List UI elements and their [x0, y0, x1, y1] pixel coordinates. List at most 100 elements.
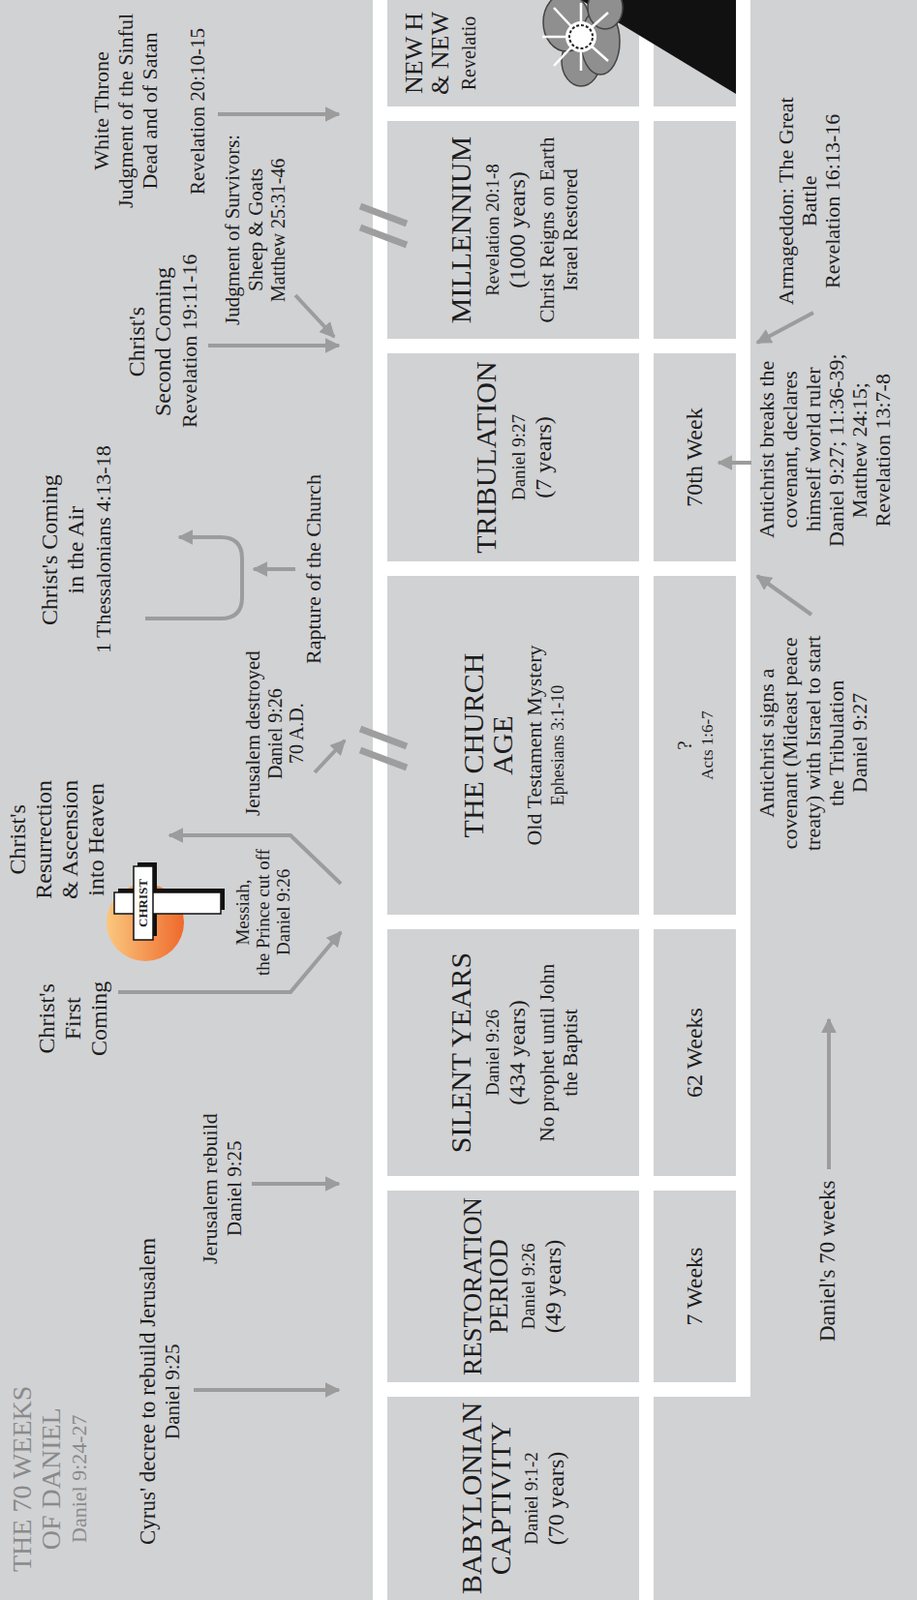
annotation-label: Christ's First Coming: [33, 981, 113, 1057]
text-line: THE CHURCH: [458, 581, 489, 910]
text-line: Battle: [797, 96, 822, 306]
text-line: Daniel 9:25: [161, 1344, 185, 1440]
text-line: Cyrus' decree to rebuild Jerusalem: [135, 1238, 161, 1546]
text-line: AGE: [488, 581, 518, 910]
text-line: in the Air: [62, 474, 90, 626]
text-line: Second Coming: [150, 267, 177, 417]
annotation-label: CHRIST: [136, 879, 150, 928]
box-text: (1000 years): [504, 126, 531, 334]
box-text: Daniel 9:26: [482, 935, 503, 1171]
box-heading: SILENT YEARS: [444, 935, 478, 1171]
box-heading: BABYLONIAN CAPTIVITY: [457, 1403, 516, 1595]
text-line: Rapture of the Church: [302, 474, 327, 665]
annotation-label: Judgment of Survivors: Sheep & Goats: [220, 134, 268, 326]
text-line: Daniel 9:27; 11:36-39;: [825, 353, 849, 548]
text-line: Daniel 9:26: [264, 688, 286, 780]
text-line: (434 years): [504, 935, 531, 1171]
text-line: Daniel 9:1-2: [520, 1403, 542, 1595]
text-line: Matthew 24:15;: [848, 353, 872, 548]
text-line: Revelation 20:10-15: [186, 28, 211, 195]
box-heading: NEW H & NEW: [400, 5, 455, 101]
week-cell: 70th Week: [653, 353, 736, 562]
box-heading: 62 Weeks: [681, 935, 708, 1171]
text-line: 1 Thessalonians 4:13-18: [91, 445, 117, 654]
box-text: (7 years): [530, 359, 557, 556]
text-line: 62 Weeks: [681, 935, 708, 1171]
period-box: THE CHURCH AGEOld Testament MysteryEphes…: [387, 576, 640, 916]
text-line: Ephesians 3:1-10: [548, 581, 568, 910]
text-line: treaty) with Israel to start: [801, 636, 826, 852]
text-line: Christ's Coming: [36, 474, 63, 626]
text-line: Israel Restored: [559, 126, 583, 334]
annotation-label: Daniel 9:25: [223, 1140, 247, 1237]
text-line: Daniel 9:26: [273, 869, 294, 956]
annotation-label: Rapture of the Church: [302, 474, 327, 665]
text-line: CAPTIVITY: [486, 1403, 516, 1595]
text-line: (7 years): [530, 359, 557, 556]
text-line: covenant, declares: [778, 361, 802, 539]
text-line: Jerusalem rebuild: [198, 1113, 223, 1265]
annotation-label: Revelation 16:13-16: [821, 114, 846, 289]
text-line: MILLENNIUM: [444, 126, 478, 334]
annotation-label: Matthew 25:31-46: [267, 158, 289, 303]
annotation-label: Jerusalem destroyed: [242, 650, 266, 817]
text-line: the Baptist: [559, 935, 583, 1171]
text-line: ?: [672, 581, 698, 910]
annotation-label: White Throne Judgment of the Sinful Dead…: [89, 13, 162, 209]
text-line: Jerusalem destroyed: [242, 650, 266, 817]
text-line: Christ's: [4, 780, 31, 900]
text-line: Messiah,: [232, 849, 253, 977]
text-line: 7 Weeks: [681, 1196, 708, 1377]
text-line: Antichrist breaks the: [755, 361, 779, 539]
annotation-label: Daniel's 70 weeks: [815, 1181, 841, 1343]
annotation-label: Daniel 9:26: [264, 688, 286, 780]
box-text: Acts 1:6-7: [698, 581, 717, 910]
box-text: (49 years): [540, 1196, 567, 1377]
text-line: 70th Week: [681, 359, 708, 556]
annotation-label: 1 Thessalonians 4:13-18: [91, 445, 117, 654]
break-marks: [360, 206, 407, 768]
box-text: Daniel 9:26: [518, 1196, 539, 1377]
annotation-label: Armageddon: The Great Battle: [774, 96, 822, 306]
text-line: NEW H: [400, 5, 428, 101]
annotation-label: Daniel 9:26: [273, 869, 294, 956]
box-heading: RESTORATION PERIOD: [459, 1196, 513, 1377]
text-line: Revelation 13:7-8: [871, 353, 895, 548]
box-text: Revelation 20:1-8: [482, 126, 503, 334]
text-line: Christ's: [123, 267, 151, 417]
text-line: & Ascension: [57, 780, 84, 900]
period-box: BABYLONIAN CAPTIVITYDaniel 9:1-2(70 year…: [387, 1397, 640, 1600]
annotation-label: Christ's Resurrection & Ascension into H…: [4, 780, 110, 900]
chart-title: THE 70 WEEKS OF DANIEL: [7, 1386, 66, 1573]
cloud-illustration: [542, 0, 736, 94]
annotation-label: Revelation 20:10-15: [186, 28, 211, 195]
text-line: (1000 years): [504, 126, 531, 334]
box-text: Daniel 9:27: [508, 359, 529, 556]
box-heading: TRIBULATION: [469, 359, 503, 556]
text-line: CHRIST: [136, 879, 150, 928]
box-text: Ephesians 3:1-10: [548, 581, 568, 910]
text-line: Daniel's 70 weeks: [815, 1181, 841, 1343]
text-line: RESTORATION: [459, 1196, 487, 1377]
box-heading: ?: [672, 581, 698, 910]
period-box: TRIBULATIONDaniel 9:27(7 years): [387, 353, 640, 562]
text-line: Daniel 9:26: [518, 1196, 539, 1377]
text-line: himself world ruler: [801, 361, 826, 539]
annotation-label: Antichrist breaks the covenant, declares…: [755, 361, 826, 539]
text-line: 70 A.D.: [285, 703, 307, 765]
text-line: Old Testament Mystery: [522, 581, 548, 910]
text-line: Judgment of Survivors:: [220, 134, 245, 326]
text-line: Daniel 9:25: [223, 1140, 247, 1237]
text-line: THE 70 WEEKS: [7, 1386, 37, 1573]
period-box: RESTORATION PERIODDaniel 9:26(49 years): [387, 1191, 640, 1383]
annotation-label: Jerusalem rebuild: [198, 1113, 223, 1265]
text-line: Daniel 9:26: [482, 935, 503, 1171]
text-line: Revelation 19:11-16: [178, 254, 203, 428]
week-cell: 7 Weeks: [653, 1191, 736, 1383]
annotation-label: Cyrus' decree to rebuild Jerusalem: [135, 1238, 161, 1546]
annotation-label: Messiah, the Prince cut off: [232, 849, 274, 977]
text-line: the Prince cut off: [252, 849, 274, 977]
text-line: Resurrection: [30, 780, 58, 900]
text-line: Matthew 25:31-46: [267, 158, 289, 303]
